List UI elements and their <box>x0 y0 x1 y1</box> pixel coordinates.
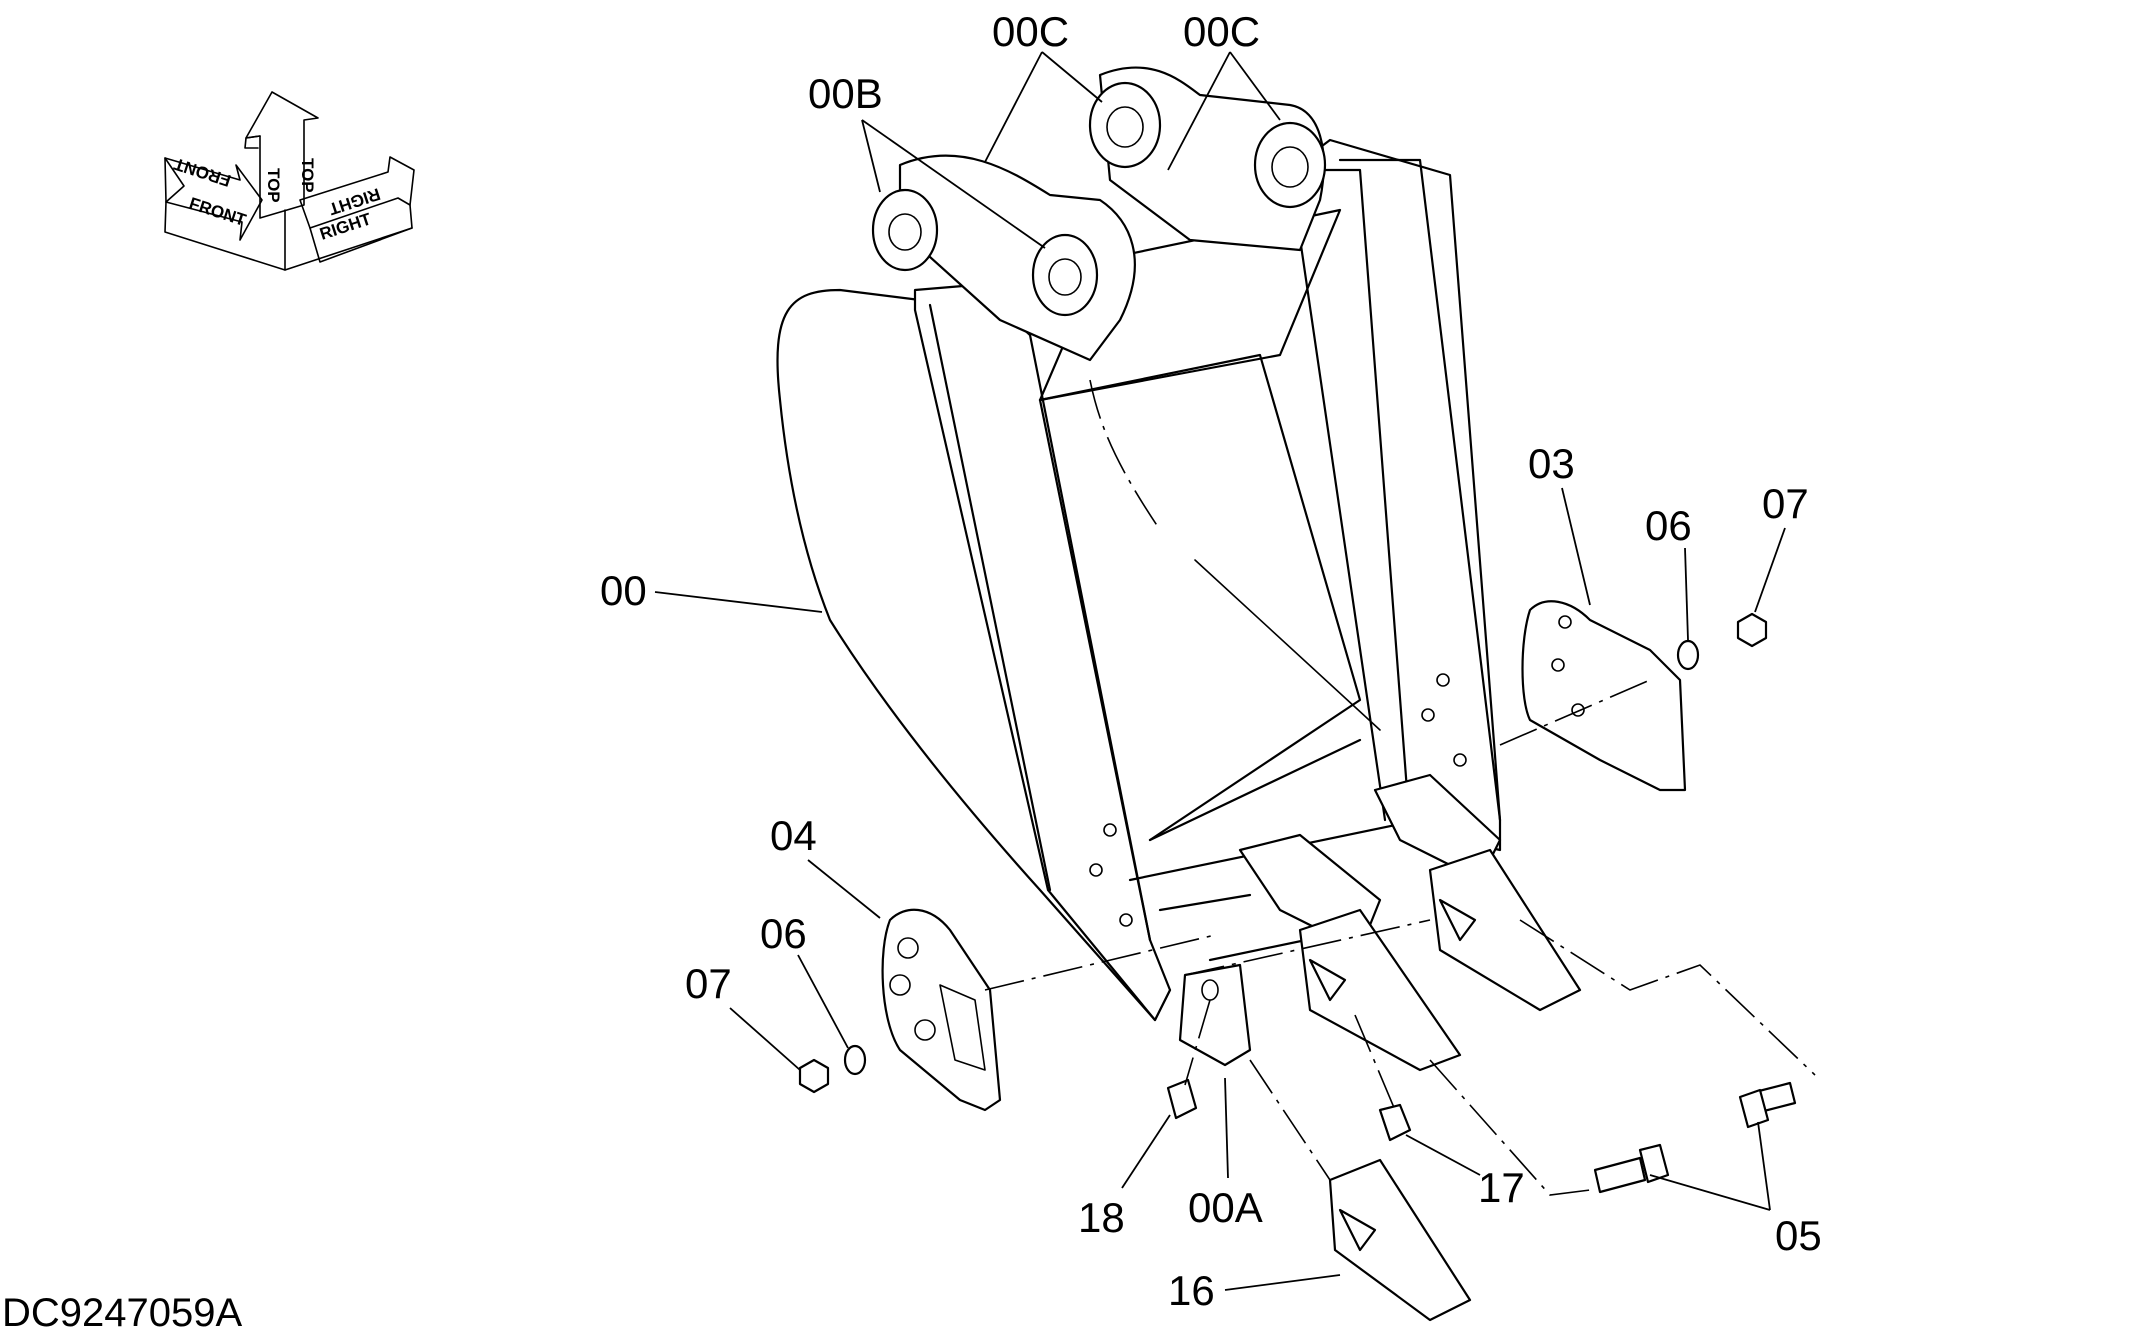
label-side-cutter-right: 03 <box>1528 440 1575 487</box>
label-adapter: 00A <box>1188 1184 1263 1231</box>
label-nut-right: 07 <box>1762 480 1809 527</box>
orientation-top-label-2: TOP <box>298 158 317 193</box>
label-pin: 17 <box>1478 1164 1525 1211</box>
label-side-cutter-left: 04 <box>770 812 817 859</box>
part-labels: 00 00C 00C 00B 03 06 07 04 06 07 00A 18 … <box>600 8 1822 1314</box>
orientation-front-mirror-label: FRONT <box>171 154 233 190</box>
side-cutter-right <box>1521 600 1687 792</box>
label-tooth: 16 <box>1168 1267 1215 1314</box>
label-bucket: 00 <box>600 567 647 614</box>
label-bolt: 05 <box>1775 1212 1822 1259</box>
drawing-code: DC9247059A <box>2 1291 242 1335</box>
orientation-top-label: TOP <box>264 168 283 203</box>
side-cutter-left <box>881 908 1002 1112</box>
label-boss-c-right: 00C <box>1183 8 1260 55</box>
label-lock: 18 <box>1078 1194 1125 1241</box>
label-nut-left: 07 <box>685 960 732 1007</box>
teeth-assembly <box>1166 773 1582 1322</box>
hardware <box>798 612 1797 1194</box>
assembly-center-lines <box>984 679 1816 1196</box>
orientation-indicator: FRONT FRONT TOP TOP RIGHT RIGHT <box>164 91 415 271</box>
label-boss-b: 00B <box>808 70 883 117</box>
orientation-front-label: FRONT <box>187 194 249 230</box>
leader-lines <box>654 51 1786 1291</box>
label-washer-left: 06 <box>760 910 807 957</box>
label-washer-right: 06 <box>1645 502 1692 549</box>
label-boss-c-left: 00C <box>992 8 1069 55</box>
bucket-body <box>776 66 1502 1022</box>
